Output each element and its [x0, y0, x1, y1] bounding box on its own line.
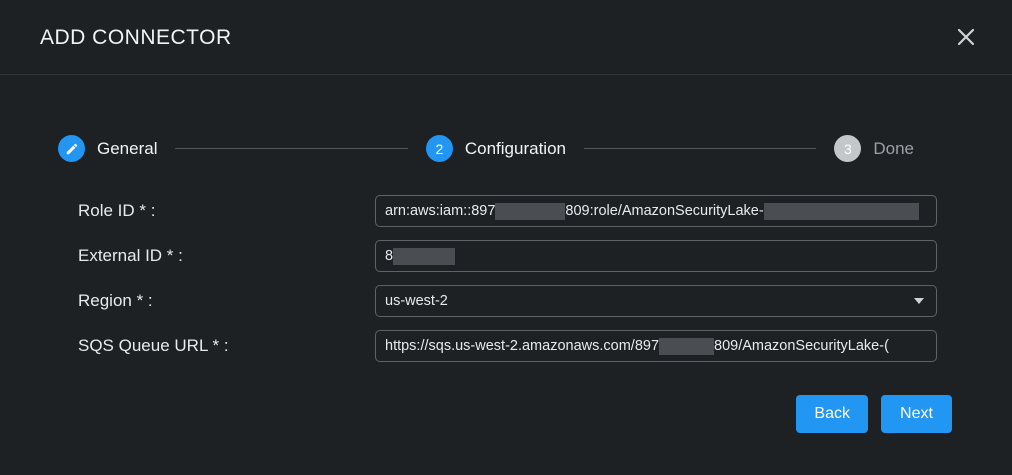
form-row-external-id: External ID * : 8 [78, 240, 937, 272]
sqs-queue-url-value: https://sqs.us-west-2.amazonaws.com/897 … [376, 337, 936, 355]
page-title: ADD CONNECTOR [40, 25, 232, 49]
sqs-url-value-prefix: https://sqs.us-west-2.amazonaws.com/897 [385, 338, 660, 354]
redaction-block [495, 202, 566, 220]
role-id-value: arn:aws:iam::897 809:role/AmazonSecurity… [376, 202, 936, 220]
label-external-id: External ID * : [78, 246, 183, 265]
stepper-label-general: General [97, 138, 158, 158]
sqs-queue-url-input[interactable]: https://sqs.us-west-2.amazonaws.com/897 … [375, 330, 937, 362]
wizard-stepper: General 2 Configuration 3 Done [58, 135, 972, 162]
dialog-actions: Back Next [0, 395, 952, 433]
stepper-step-general[interactable]: General [58, 135, 157, 162]
redaction-block [393, 247, 456, 265]
form-row-sqs-queue-url: SQS Queue URL * : https://sqs.us-west-2.… [78, 330, 937, 362]
region-select[interactable]: us-west-2 [375, 285, 937, 317]
role-id-value-middle: 809:role/AmazonSecurityLake- [565, 203, 764, 219]
external-id-input[interactable]: 8 [375, 240, 937, 272]
label-role-id: Role ID * : [78, 201, 156, 220]
configuration-form: Role ID * : arn:aws:iam::897 809:role/Am… [0, 195, 1012, 375]
external-id-value: 8 [376, 247, 936, 265]
sqs-url-value-middle: 809/AmazonSecurityLake-( [714, 338, 889, 354]
stepper-connector-1 [175, 148, 408, 149]
chevron-down-icon[interactable] [914, 298, 924, 304]
stepper-bullet-2: 2 [425, 135, 453, 162]
stepper-bullet-3: 3 [834, 135, 862, 162]
next-button[interactable]: Next [881, 395, 952, 433]
label-region: Region * : [78, 291, 153, 310]
stepper-connector-2 [583, 148, 817, 149]
stepper-label-done: Done [873, 138, 914, 158]
external-id-value-prefix: 8 [385, 248, 394, 264]
label-sqs-queue-url: SQS Queue URL * : [78, 336, 229, 355]
stepper-step-configuration[interactable]: 2 Configuration [425, 135, 566, 162]
role-id-input[interactable]: arn:aws:iam::897 809:role/AmazonSecurity… [375, 195, 937, 227]
region-selected-value: us-west-2 [385, 293, 448, 309]
form-row-role-id: Role ID * : arn:aws:iam::897 809:role/Am… [78, 195, 937, 227]
stepper-label-configuration: Configuration [464, 138, 566, 158]
form-row-region: Region * : us-west-2 [78, 285, 937, 317]
redaction-block [763, 202, 919, 220]
pencil-icon [58, 135, 85, 162]
back-button[interactable]: Back [796, 395, 868, 433]
redaction-block [659, 337, 715, 355]
close-icon[interactable] [948, 19, 984, 55]
stepper-step-done[interactable]: 3 Done [834, 135, 914, 162]
dialog-header: ADD CONNECTOR [0, 0, 1012, 75]
role-id-value-prefix: arn:aws:iam::897 [385, 203, 496, 219]
